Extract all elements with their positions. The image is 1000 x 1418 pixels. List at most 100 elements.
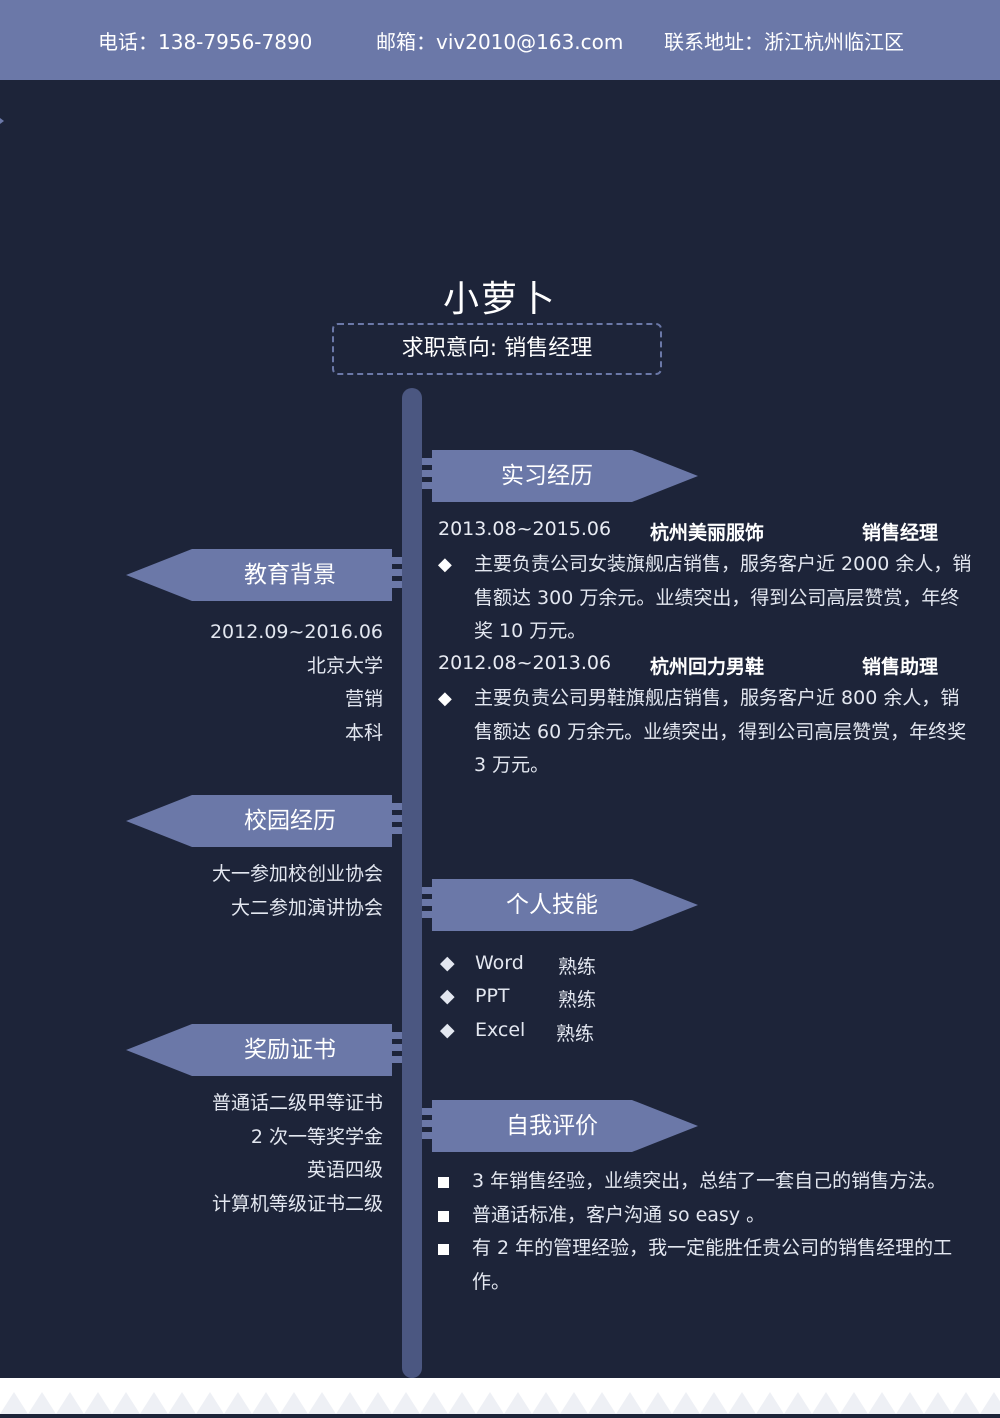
experience-company: 杭州回力男鞋 (650, 656, 765, 678)
zigzag-triangle (420, 1392, 448, 1414)
contact-bar: 电话：138-7956-7890 邮箱：viv2010@163.com 联系地址… (0, 0, 1000, 80)
zigzag-triangle (952, 1392, 980, 1414)
self-eval-item: 有 2 年的管理经验，我一定能胜任贵公司的销售经理的工作。 (438, 1232, 983, 1299)
awards-list: 普通话二级甲等证书 2 次一等奖学金 英语四级 计算机等级证书二级 (212, 1087, 383, 1221)
section-title-internship: 实习经历 (501, 463, 593, 489)
zigzag-triangle (784, 1392, 812, 1414)
experience-role: 销售助理 (862, 656, 939, 678)
section-title-skills: 个人技能 (506, 892, 598, 918)
zigzag-triangle (896, 1392, 924, 1414)
contact-phone: 电话：138-7956-7890 (98, 30, 313, 54)
experience-period: 2013.08~2015.06 (438, 518, 612, 540)
list-item: 计算机等级证书二级 (211, 1192, 383, 1215)
education-details: 2012.09~2016.06 北京大学 营销 本科 (210, 616, 383, 750)
zigzag-triangle (700, 1392, 728, 1414)
tag-arrow-right-shape (422, 879, 698, 931)
tag-arrow-left-shape (126, 1024, 402, 1076)
section-tag-awards: 奖励证书 (126, 1024, 402, 1076)
contact-address: 联系地址：浙江杭州临江区 (664, 30, 904, 54)
experience-entry-body: ◆ 主要负责公司男鞋旗舰店销售，服务客户近 800 余人，销售额达 60 万余元… (438, 682, 978, 783)
skill-name: PPT (475, 985, 510, 1007)
zigzag-triangle (196, 1392, 224, 1414)
corner-mark (0, 118, 4, 124)
education-major: 营销 (344, 688, 383, 710)
list-item: 大二参加演讲协会 (230, 896, 383, 919)
zigzag-triangle (756, 1392, 784, 1414)
experience-description: 主要负责公司女装旗舰店销售，服务客户近 2000 余人，销售额达 300 万余元… (474, 553, 972, 642)
zigzag-triangle (532, 1392, 560, 1414)
contact-email: 邮箱：viv2010@163.com (376, 30, 624, 54)
skill-name: Excel (475, 1019, 526, 1041)
self-eval-item: 3 年销售经验，业绩突出，总结了一套自己的销售方法。 (438, 1165, 983, 1199)
section-title-self-eval: 自我评价 (506, 1113, 598, 1139)
section-tag-self-eval: 自我评价 (422, 1100, 702, 1152)
experience-description: 主要负责公司男鞋旗舰店销售，服务客户近 800 余人，销售额达 60 万余元。业… (474, 687, 967, 776)
education-degree: 本科 (344, 721, 383, 744)
zigzag-triangle (280, 1392, 308, 1414)
education-period: 2012.09~2016.06 (209, 621, 383, 643)
skill-level: 熟练 (558, 989, 597, 1011)
timeline-spine (402, 388, 422, 1378)
section-tag-education: 教育背景 (126, 549, 402, 601)
education-school: 北京大学 (306, 654, 383, 677)
zigzag-triangle (672, 1392, 700, 1414)
list-item: 大一参加校创业协会 (211, 863, 383, 885)
section-title-campus: 校园经历 (244, 808, 336, 834)
zigzag-triangle (504, 1392, 532, 1414)
tag-arrow-left-shape (126, 795, 402, 847)
diamond-bullet-icon: ◆ (438, 688, 452, 709)
section-tag-internship: 实习经历 (422, 450, 702, 502)
list-item: 2 次一等奖学金 (250, 1125, 383, 1148)
diamond-bullet-icon: ◆ (440, 952, 455, 974)
experience-entry-header: 2012.08~2013.06 杭州回力男鞋 销售助理 (438, 652, 978, 682)
diamond-bullet-icon: ◆ (438, 554, 452, 575)
list-item: 普通话二级甲等证书 (211, 1092, 383, 1114)
zigzag-triangle (588, 1392, 616, 1414)
zigzag-triangle (616, 1392, 644, 1414)
self-eval-text: 有 2 年的管理经验，我一定能胜任贵公司的销售经理的工作。 (472, 1237, 953, 1293)
zigzag-triangle (56, 1392, 84, 1414)
zigzag-triangle (112, 1392, 140, 1414)
zigzag-triangle (252, 1392, 280, 1414)
candidate-name: 小萝卜 (442, 279, 557, 320)
skill-level: 熟练 (558, 956, 597, 978)
campus-list: 大一参加校创业协会 大二参加演讲协会 (212, 858, 383, 925)
section-tag-campus: 校园经历 (126, 795, 402, 847)
job-intent-box: 求职意向: 销售经理 (332, 323, 662, 375)
section-title-education: 教育背景 (244, 562, 336, 588)
zigzag-triangle (224, 1392, 252, 1414)
zigzag-triangle (308, 1392, 336, 1414)
zigzag-triangle (364, 1392, 392, 1414)
zigzag-triangle (448, 1392, 476, 1414)
zigzag-triangle (868, 1392, 896, 1414)
zigzag-triangle (84, 1392, 112, 1414)
bottom-decoration (0, 1378, 1000, 1414)
square-bullet-icon (438, 1177, 449, 1188)
zigzag-triangle (728, 1392, 756, 1414)
experience-entry-header: 2013.08~2015.06 杭州美丽服饰 销售经理 (438, 518, 978, 548)
section-title-awards: 奖励证书 (244, 1037, 336, 1063)
self-eval-item: 普通话标准，客户沟通 so easy 。 (438, 1199, 983, 1233)
experience-period: 2012.08~2013.06 (438, 652, 612, 674)
zigzag-triangle (28, 1392, 56, 1414)
self-eval-text: 普通话标准，客户沟通 so easy 。 (472, 1204, 766, 1226)
experience-role: 销售经理 (862, 522, 939, 544)
square-bullet-icon (438, 1211, 449, 1222)
tag-arrow-right-shape (422, 1100, 698, 1152)
zigzag-triangle (812, 1392, 840, 1414)
skill-name: Word (475, 952, 524, 974)
zigzag-triangle (644, 1392, 672, 1414)
skill-level: 熟练 (556, 1023, 595, 1045)
zigzag-triangle (0, 1392, 28, 1414)
zigzag-triangle (476, 1392, 504, 1414)
zigzag-pattern (0, 1392, 1000, 1414)
tag-arrow-left-shape (126, 549, 402, 601)
experience-entry-body: ◆ 主要负责公司女装旗舰店销售，服务客户近 2000 余人，销售额达 300 万… (438, 548, 978, 649)
zigzag-triangle (140, 1392, 168, 1414)
square-bullet-icon (438, 1244, 449, 1255)
diamond-bullet-icon: ◆ (440, 1019, 455, 1041)
tag-arrow-right-shape (422, 450, 698, 502)
zigzag-triangle (336, 1392, 364, 1414)
zigzag-triangle (924, 1392, 952, 1414)
diamond-bullet-icon: ◆ (440, 985, 455, 1007)
